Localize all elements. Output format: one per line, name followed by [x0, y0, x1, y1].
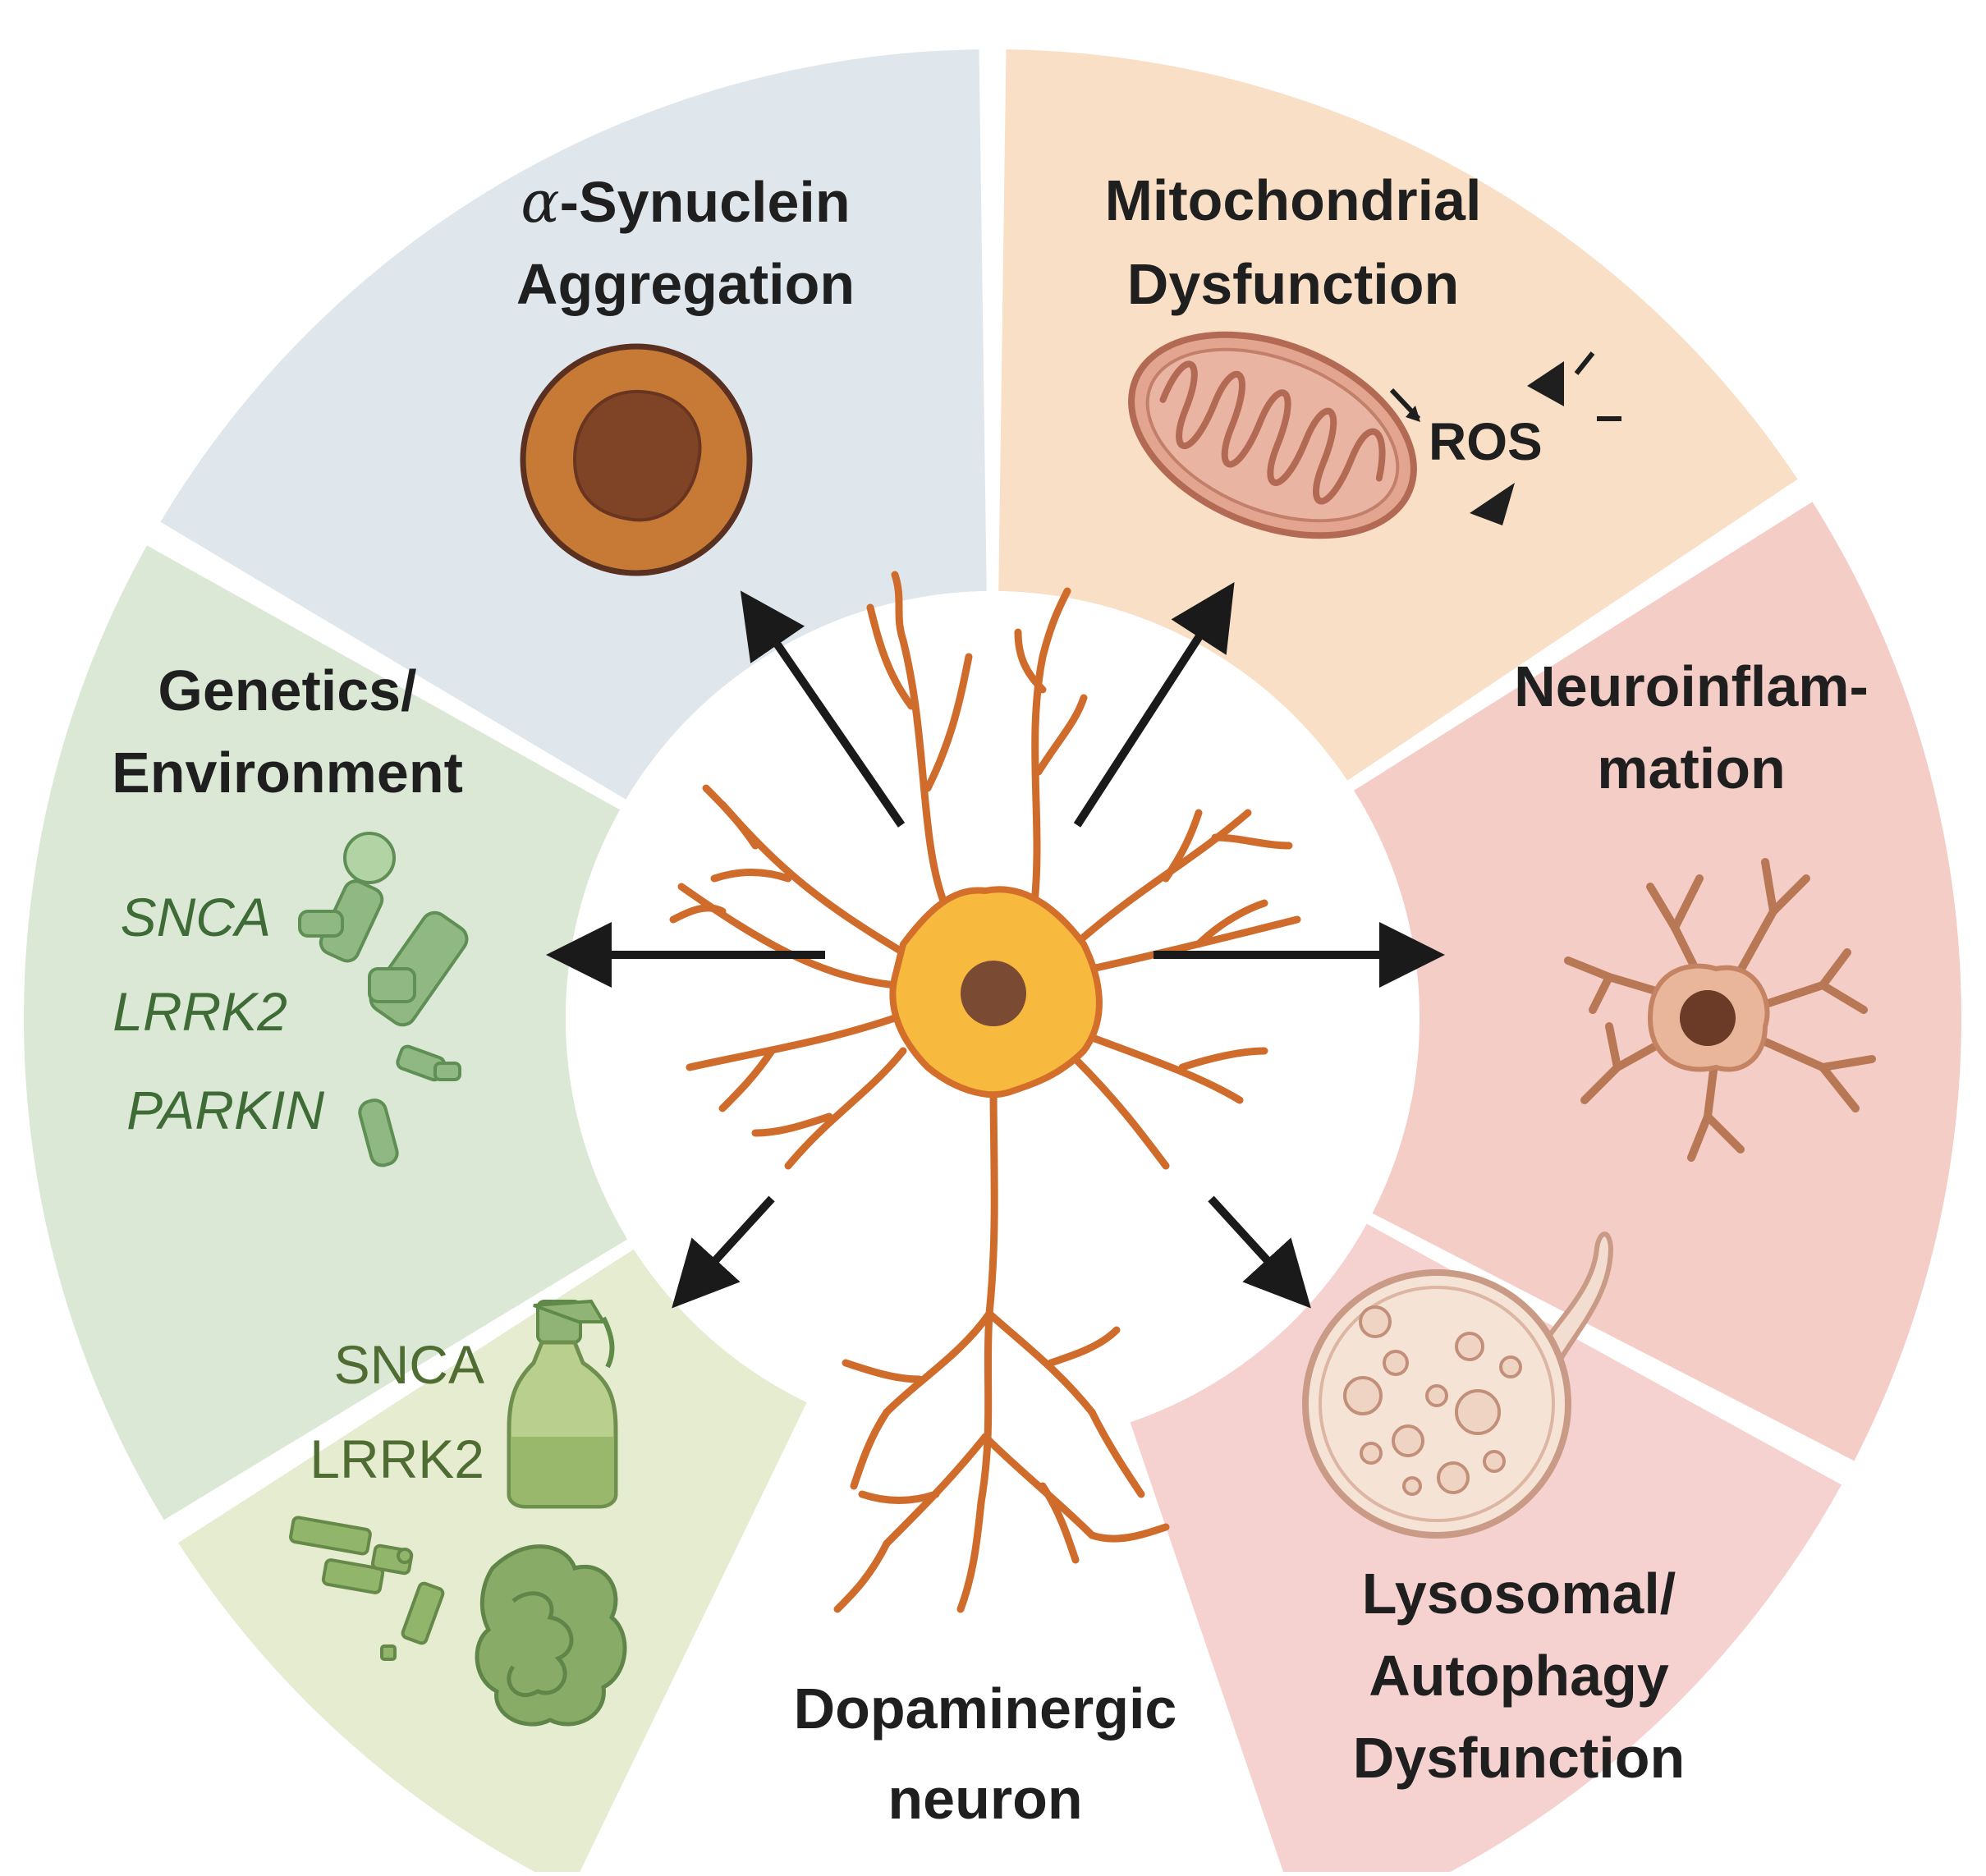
mitochondrion-icon: [1128, 331, 1417, 539]
mito-title-line2: Dysfunction: [1127, 252, 1459, 316]
center-label-line1: Dopaminergic: [794, 1676, 1177, 1741]
label-genetics: Genetics/ Environment: [112, 658, 463, 805]
gene-snca-plain: SNCA: [334, 1334, 484, 1395]
spray-bottle-icon: [507, 1299, 618, 1509]
microglia-body-icon: [1647, 963, 1770, 1072]
lyso-title-line2: Autophagy: [1369, 1644, 1669, 1708]
sector-genetics: [23, 545, 628, 1521]
arrow-to-synuclein: [740, 590, 906, 828]
genetics-figures-icon: [298, 832, 469, 1167]
lyso-title-line3: Dysfunction: [1353, 1726, 1685, 1790]
gene-lrrk2-plain: LRRK2: [310, 1429, 484, 1489]
neuro-title-line1: Neuroinflam-: [1514, 654, 1869, 718]
center-label-line2: neuron: [888, 1767, 1082, 1831]
sector-environment: [178, 1249, 807, 1876]
ros-label: ROS: [1429, 412, 1543, 471]
label-alpha-synuclein: α-Synuclein Aggregation: [516, 168, 855, 316]
label-neuroinflammation: Neuroinflam- mation: [1514, 654, 1869, 800]
neuro-title-line2: mation: [1597, 736, 1785, 800]
label-dopaminergic-neuron: Dopaminergic neuron: [794, 1676, 1177, 1831]
lysosome-icon: [1302, 1232, 1614, 1539]
label-lysosomal: Lysosomal/ Autophagy Dysfunction: [1353, 1562, 1685, 1790]
genetics-title-line1: Genetics/: [158, 658, 416, 722]
arrow-to-lysosomal: [1208, 1195, 1311, 1309]
mito-title-line1: Mitochondrial: [1105, 168, 1482, 232]
label-mitochondrial: Mitochondrial Dysfunction: [1105, 168, 1482, 316]
environment-gene-list: SNCA LRRK2: [310, 1334, 484, 1489]
synuclein-title-line1: -Synuclein: [560, 170, 851, 234]
svg-text:α-Synuclein: α-Synuclein: [521, 168, 850, 236]
alpha-symbol: α: [521, 168, 559, 236]
ros-icon: ROS: [1389, 351, 1621, 525]
neuron-nucleus: [961, 961, 1026, 1026]
neuron-dendrites: [669, 571, 1301, 1613]
arrows: [546, 582, 1445, 1309]
genetics-gene-list: SNCA LRRK2 PARKIN: [112, 887, 324, 1140]
arrow-to-mitochondria: [1073, 582, 1235, 828]
lyso-title-line1: Lysosomal/: [1362, 1562, 1676, 1626]
pesticide-pellets-icon: [289, 1516, 445, 1661]
gene-lrrk2-italic: LRRK2: [112, 981, 287, 1042]
gene-parkin-italic: PARKIN: [126, 1080, 324, 1140]
sector-neuroinflammation: [1354, 502, 1961, 1461]
gene-snca-italic: SNCA: [121, 887, 271, 947]
synuclein-aggregate-icon: [520, 343, 753, 576]
synuclein-title-line2: Aggregation: [516, 252, 855, 316]
arrow-to-environment: [672, 1195, 775, 1309]
gut-icon: [475, 1544, 627, 1727]
genetics-title-line2: Environment: [112, 741, 463, 805]
